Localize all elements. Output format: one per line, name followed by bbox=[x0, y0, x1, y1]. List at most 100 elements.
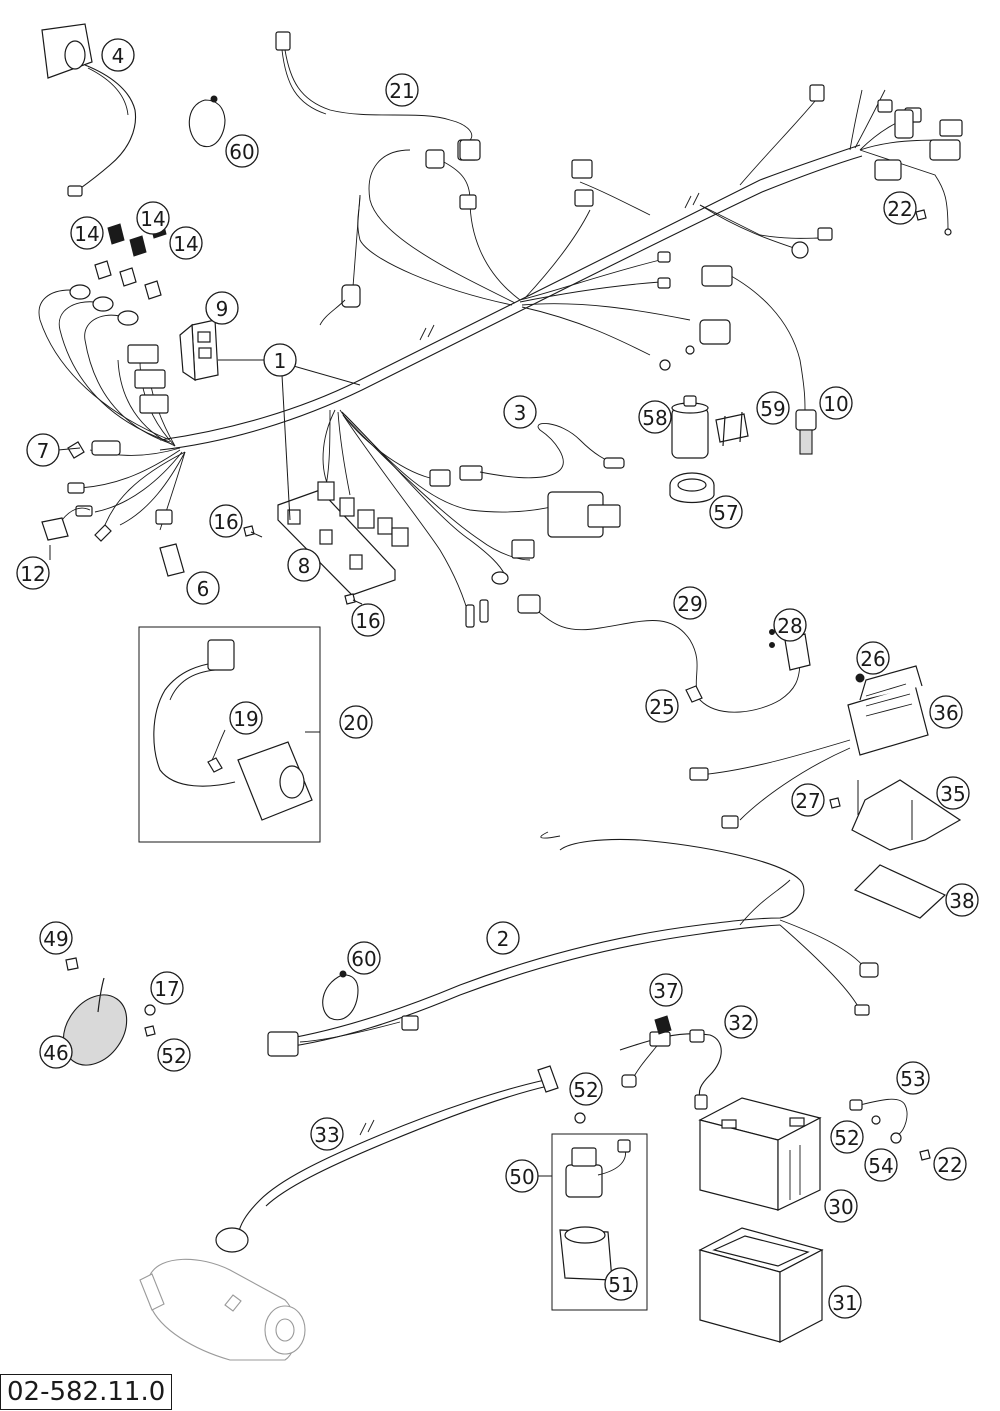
callout-52: 52 bbox=[569, 1072, 603, 1106]
callout-circle bbox=[933, 1147, 967, 1181]
callout-number: 37 bbox=[653, 979, 678, 1003]
callout-circle bbox=[724, 1005, 758, 1039]
callout-number: 50 bbox=[509, 1165, 534, 1189]
callout-number: 8 bbox=[298, 554, 311, 578]
callout-circle bbox=[864, 1148, 898, 1182]
callout-number: 19 bbox=[233, 707, 258, 731]
sensor-cable bbox=[479, 423, 625, 479]
callout-57: 57 bbox=[709, 495, 743, 529]
callout-number: 32 bbox=[728, 1011, 753, 1035]
callout-circle bbox=[150, 971, 184, 1005]
callout-2: 2 bbox=[486, 921, 520, 955]
callout-12: 12 bbox=[16, 556, 50, 590]
callout-circle bbox=[824, 1189, 858, 1223]
callout-circle bbox=[929, 695, 963, 729]
starter-motor bbox=[139, 1258, 306, 1361]
callout-49: 49 bbox=[39, 921, 73, 955]
screw-16 bbox=[243, 525, 363, 605]
connectors-small bbox=[41, 441, 185, 577]
callout-number: 16 bbox=[213, 510, 238, 534]
callout-20: 20 bbox=[339, 705, 373, 739]
callout-number: 38 bbox=[949, 889, 974, 913]
callout-22: 22 bbox=[883, 191, 917, 225]
callout-circle bbox=[673, 586, 707, 620]
callout-circle bbox=[830, 1120, 864, 1154]
callout-52: 52 bbox=[157, 1038, 191, 1072]
callout-16: 16 bbox=[351, 603, 385, 637]
callout-3: 3 bbox=[503, 395, 537, 429]
callout-circle bbox=[773, 608, 807, 642]
callout-25: 25 bbox=[645, 689, 679, 723]
callout-circle bbox=[505, 1159, 539, 1193]
callout-30: 30 bbox=[824, 1189, 858, 1223]
callout-circle bbox=[39, 1035, 73, 1069]
callout-35: 35 bbox=[936, 776, 970, 810]
switch-assembly-box bbox=[138, 626, 321, 843]
callout-9: 9 bbox=[205, 291, 239, 325]
cable-tie-lower bbox=[322, 970, 359, 1021]
callout-22: 22 bbox=[933, 1147, 967, 1181]
cable-29 bbox=[517, 594, 801, 713]
callout-number: 17 bbox=[154, 977, 179, 1001]
callout-26: 26 bbox=[856, 641, 890, 675]
callout-59: 59 bbox=[756, 391, 790, 425]
callout-number: 35 bbox=[940, 782, 965, 806]
callout-circle bbox=[287, 548, 321, 582]
battery bbox=[698, 1097, 822, 1211]
callout-number: 14 bbox=[140, 207, 165, 231]
callout-number: 2 bbox=[497, 927, 510, 951]
callout-circle bbox=[39, 921, 73, 955]
callout-circle bbox=[756, 391, 790, 425]
callout-60: 60 bbox=[347, 941, 381, 975]
callout-circle bbox=[26, 433, 60, 467]
callout-number: 31 bbox=[832, 1291, 857, 1315]
callout-circle bbox=[604, 1267, 638, 1301]
callout-number: 12 bbox=[20, 562, 45, 586]
callout-circle bbox=[945, 883, 979, 917]
callout-29: 29 bbox=[673, 586, 707, 620]
callout-circle bbox=[310, 1117, 344, 1151]
callout-number: 4 bbox=[112, 44, 125, 68]
callout-number: 28 bbox=[777, 614, 802, 638]
callout-28: 28 bbox=[773, 608, 807, 642]
callout-19: 19 bbox=[229, 701, 263, 735]
callout-circle bbox=[486, 921, 520, 955]
starter-cable bbox=[215, 1065, 559, 1253]
callout-circle bbox=[101, 38, 135, 72]
callout-1: 1 bbox=[263, 343, 297, 377]
callout-circle bbox=[883, 191, 917, 225]
callout-53: 53 bbox=[896, 1061, 930, 1095]
callout-31: 31 bbox=[828, 1285, 862, 1319]
callout-32: 32 bbox=[724, 1005, 758, 1039]
callout-16: 16 bbox=[209, 504, 243, 538]
callout-number: 10 bbox=[823, 392, 848, 416]
callout-circle bbox=[791, 783, 825, 817]
callout-circle bbox=[263, 343, 297, 377]
callout-10: 10 bbox=[819, 386, 853, 420]
starter-relay-box bbox=[551, 1112, 648, 1311]
callout-58: 58 bbox=[638, 400, 672, 434]
callout-circle bbox=[157, 1038, 191, 1072]
mounting-bracket bbox=[179, 319, 219, 382]
callout-number: 36 bbox=[933, 701, 958, 725]
battery-case bbox=[698, 1227, 824, 1343]
callout-number: 9 bbox=[216, 297, 229, 321]
horn bbox=[62, 957, 156, 1066]
callout-circle bbox=[136, 201, 170, 235]
callout-leaders bbox=[49, 359, 552, 1177]
callout-circle bbox=[709, 495, 743, 529]
callout-number: 30 bbox=[828, 1195, 853, 1219]
callout-circle bbox=[569, 1072, 603, 1106]
callout-number: 58 bbox=[642, 406, 667, 430]
callout-number: 57 bbox=[713, 501, 738, 525]
callout-number: 52 bbox=[834, 1126, 859, 1150]
callout-circle bbox=[209, 504, 243, 538]
callout-21: 21 bbox=[385, 73, 419, 107]
callout-number: 49 bbox=[43, 927, 68, 951]
callout-circle bbox=[339, 705, 373, 739]
callout-54: 54 bbox=[864, 1148, 898, 1182]
secondary-harness bbox=[267, 831, 879, 1057]
main-wiring-harness bbox=[38, 84, 963, 628]
